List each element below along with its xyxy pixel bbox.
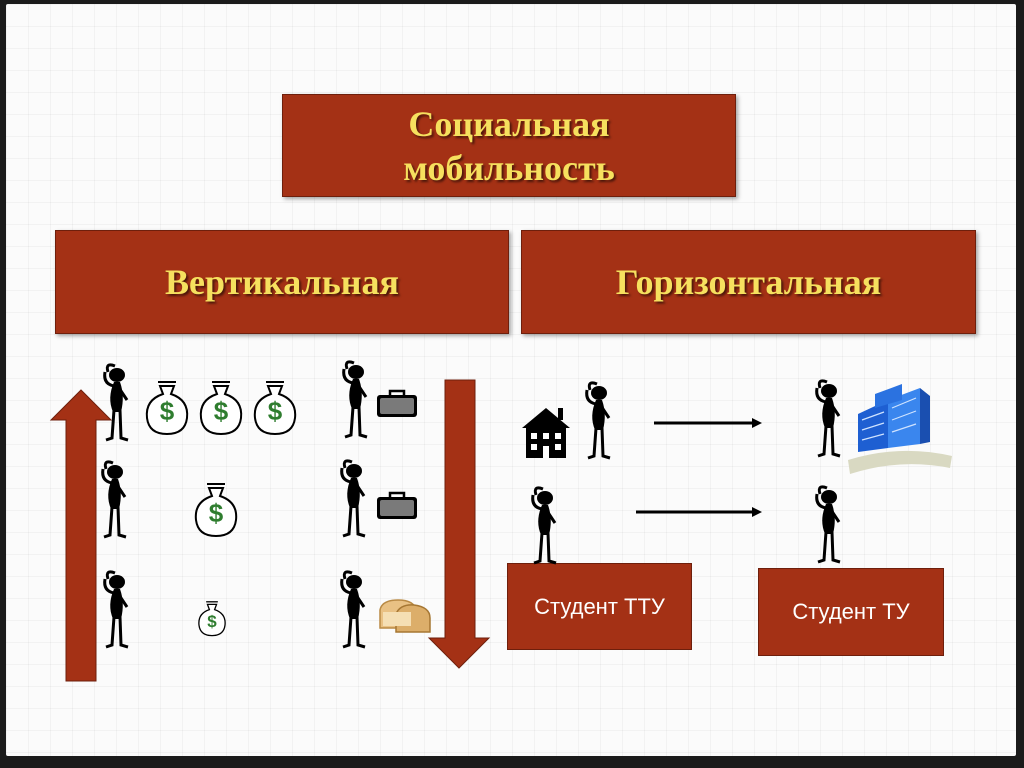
person-icon [585,381,612,460]
student-ttu-box: Студент ТТУ [507,563,692,650]
person-icon [101,460,128,539]
arrow-right-icon [636,507,762,517]
title-line-2: мобильность [403,147,615,188]
bread-icon [379,599,431,633]
horizontal-box: Горизонтальная [521,230,976,334]
person-icon [342,360,369,439]
student-ttu-label: Студент ТТУ [534,593,665,619]
money-bag-icon: $ [199,381,243,435]
money-bag-icon: $ [253,381,297,435]
vertical-heading: Вертикальная [165,262,399,302]
svg-text:$: $ [209,498,224,528]
person-icon [815,485,842,564]
horizontal-heading: Горизонтальная [615,262,882,302]
up-arrow-icon [49,389,113,682]
person-icon [340,570,367,649]
briefcase-icon [375,389,419,419]
vertical-box: Вертикальная [55,230,509,334]
person-icon [103,570,130,649]
student-tu-box: Студент ТУ [758,568,944,656]
person-icon [340,459,367,538]
title-line-1: Социальная [408,103,610,144]
down-arrow-icon [427,379,491,669]
page-title: Социальная мобильность [403,102,614,190]
person-icon [531,486,558,565]
money-bag-icon: $ [198,601,226,637]
money-bag-icon: $ [194,483,238,537]
money-bag-icon: $ [145,381,189,435]
arrow-right-icon [654,418,762,428]
svg-text:$: $ [160,396,175,426]
svg-text:$: $ [268,396,283,426]
person-icon [103,363,130,442]
svg-text:$: $ [214,396,229,426]
briefcase-icon [375,491,419,521]
student-tu-label: Студент ТУ [792,599,910,624]
house-icon [522,408,570,458]
person-icon [815,379,842,458]
office-building-icon [848,384,952,474]
title-box: Социальная мобильность [282,94,736,197]
svg-text:$: $ [207,612,217,631]
